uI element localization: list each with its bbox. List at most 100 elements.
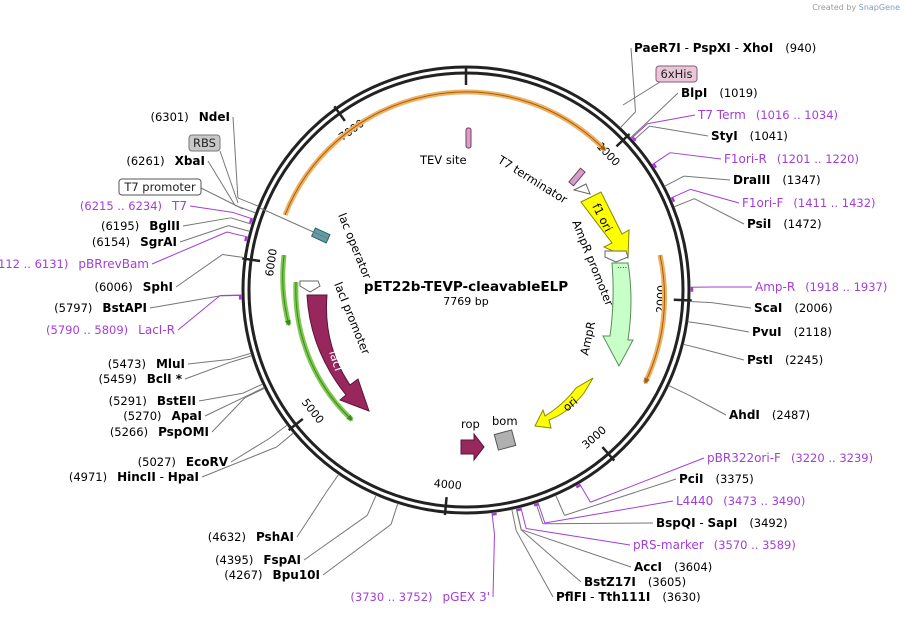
primer-range: (6215 .. 6234)	[80, 199, 162, 213]
snapgene-credit: Created by SnapGene	[812, 3, 900, 12]
site-left-6-leader-b	[187, 358, 231, 365]
site-left-4-leader-b	[175, 254, 223, 288]
site-name: PvuI	[752, 325, 782, 339]
site-label: AccI(3604)	[634, 560, 712, 574]
site-dash: -	[156, 470, 168, 484]
primer-range: (1016 .. 1034)	[756, 108, 838, 122]
site-name: DraIII	[733, 173, 770, 187]
tick-mark-5000	[287, 417, 304, 432]
orf-arc-right-arrow	[644, 254, 666, 385]
primer-right-4-leader-b	[590, 457, 705, 503]
site-label: (5027)EcoRV	[138, 455, 229, 469]
primer-label: F1ori-R (1201 .. 1220)	[724, 152, 859, 166]
label-group: PaeR7I - PspXI - XhoI(940)BlpI(1019)StyI…	[0, 41, 887, 604]
site-label: (6154)SgrAI	[92, 235, 177, 249]
6xhis-label: 6xHis	[661, 67, 693, 81]
site-name: Bpu10I	[273, 568, 320, 582]
primer-range: (5790 .. 5809)	[46, 323, 128, 337]
site-name: BspQI	[656, 516, 696, 530]
site-pos: (3375)	[716, 472, 754, 486]
site-left-0-leader-a	[237, 197, 259, 207]
orf-arc-left-small-arrow	[282, 254, 291, 327]
site-left-12-leader-a	[276, 432, 294, 448]
tick-mark-2000	[673, 298, 692, 302]
site-label: PsiI(1472)	[747, 217, 822, 231]
site-pos: (5291)	[109, 394, 147, 408]
primer-name: pRS-marker	[633, 538, 704, 552]
primer-name: pBRrevBam	[78, 257, 149, 271]
primer-right-4-leader-a	[578, 483, 591, 503]
primer-range: (1201 .. 1220)	[777, 152, 859, 166]
site-name-extra: Tth111I	[598, 590, 650, 604]
primer-name: F1ori-F	[742, 196, 783, 210]
primer-label: pBR322ori-F(3220 .. 3239)	[707, 451, 873, 465]
primer-bar	[631, 136, 637, 142]
primer-left-1-leader-b	[151, 231, 228, 265]
ampR-ellipsis: ....	[617, 261, 627, 270]
site-name: HincII	[117, 470, 156, 484]
site-label: (5459)BclI *	[98, 372, 182, 386]
t7-terminator-label: T7 terminator	[495, 152, 571, 206]
primer-label: (6112 .. 6131)pBRrevBam	[0, 257, 149, 271]
site-pos: (3630)	[662, 590, 700, 604]
primer-bar	[248, 218, 253, 224]
site-name: BstAPI	[102, 301, 147, 315]
t7-promoter-label: T7 promoter	[123, 180, 196, 194]
site-left-2-leader-a	[230, 217, 253, 225]
site-label: (4632)PshAI	[208, 530, 294, 544]
site-left-8-leader-b	[198, 392, 243, 402]
primer-label: T7 Term(1016 .. 1034)	[697, 108, 838, 122]
site-label: (4971)HincII - HpaI	[69, 470, 199, 484]
site-right-2-leader-b	[649, 125, 709, 137]
site-pos: (5459)	[98, 372, 136, 386]
primer-bar	[575, 483, 581, 489]
site-right-12-leader-b	[520, 529, 582, 583]
site-name-extra: XhoI	[743, 41, 774, 55]
site-label: (5473)MluI	[108, 357, 185, 371]
site-label: StyI(1041)	[711, 129, 788, 143]
primer-right-0-leader-b	[647, 114, 696, 125]
site-right-8-leader-b	[688, 394, 727, 416]
site-right-10-leader-a	[535, 502, 544, 524]
primer-label: (5790 .. 5809)LacI-R	[46, 323, 175, 337]
t7-terminator-feature	[568, 167, 586, 187]
site-label: AhdI(2487)	[729, 408, 810, 422]
ampR-promoter-marker	[604, 250, 629, 263]
callout-group	[149, 47, 753, 598]
site-pos: (3604)	[674, 560, 712, 574]
6xhis-leader	[622, 81, 661, 106]
site-left-7-leader-b	[184, 361, 231, 380]
site-label: BstZ17I(3605)	[584, 575, 686, 589]
6xhis-box	[655, 65, 698, 83]
site-name: MluI	[156, 357, 185, 371]
site-right-3-leader-b	[683, 175, 731, 181]
lacI-promoter-marker	[299, 280, 321, 293]
primer-left-3-leader-a	[491, 512, 495, 535]
primer-name: pBR322ori-F	[707, 451, 781, 465]
site-label: PstI(2245)	[747, 353, 823, 367]
site-dash: -	[586, 590, 598, 604]
site-pos: (6006)	[95, 280, 133, 294]
site-left-1-leader-b	[207, 160, 236, 206]
bom-label: bom	[492, 414, 518, 428]
primer-bar	[492, 512, 497, 516]
ampR-label: AmpR	[577, 320, 598, 357]
site-name: SphI	[143, 280, 173, 294]
tev-site-feature	[465, 127, 472, 149]
tick-mark-6000	[242, 257, 261, 263]
site-label: (4267)Bpu10I	[224, 568, 320, 582]
site-name: ApaI	[172, 409, 202, 423]
rbs-label: RBS	[193, 136, 216, 150]
primer-range: (3730 .. 3752)	[350, 590, 432, 604]
site-pos: (1041)	[750, 129, 788, 143]
primer-name: F1ori-R	[724, 152, 767, 166]
site-pos: (6154)	[92, 235, 130, 249]
site-pos: (6195)	[101, 219, 139, 233]
site-right-8-leader-a	[668, 385, 689, 396]
tev-site-label: TEV site	[419, 153, 467, 167]
primer-right-6-leader-b	[526, 528, 631, 546]
primer-right-5-leader-b	[544, 500, 674, 524]
site-label: (6006) SphI	[95, 280, 174, 294]
site-name: BglII	[149, 219, 180, 233]
site-name: PsiI	[747, 217, 771, 231]
